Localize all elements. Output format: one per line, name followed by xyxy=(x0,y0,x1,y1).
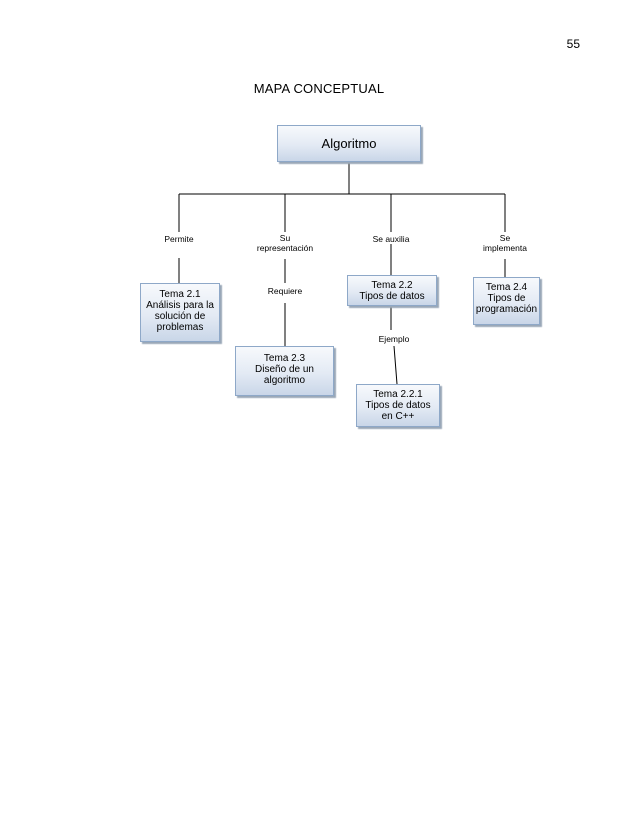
link-label-ejemplo: Ejemplo xyxy=(369,334,419,344)
link-label-representacion: Su representación xyxy=(250,233,320,253)
link-label-permite: Permite xyxy=(164,234,194,244)
node-tema-2-2-1-line: en C++ xyxy=(381,411,415,422)
node-tema-2-1-line: Tema 2.1 xyxy=(159,289,201,300)
node-tema-2-4: Tema 2.4 Tipos de programación xyxy=(473,277,540,325)
node-tema-2-1: Tema 2.1 Análisis para la solución de pr… xyxy=(140,283,220,342)
node-tema-2-4-line: Tema 2.4 xyxy=(485,282,528,293)
node-tema-2-4-line: Tipos de xyxy=(487,293,526,304)
node-tema-2-2-1: Tema 2.2.1 Tipos de datos en C++ xyxy=(356,384,440,427)
ejemplo-to-t221 xyxy=(393,345,398,385)
link-label-representacion-line2: representación xyxy=(256,243,314,253)
page-title: MAPA CONCEPTUAL xyxy=(253,81,385,96)
node-tema-2-2-line: Tema 2.2 xyxy=(371,280,413,291)
node-tema-2-2: Tema 2.2 Tipos de datos xyxy=(347,275,437,306)
link-label-implementa-line1: Se xyxy=(499,233,511,243)
node-tema-2-3-line: Tema 2.3 xyxy=(263,353,306,364)
link-label-requiere: Requiere xyxy=(260,286,310,296)
node-tema-2-1-line: solución de xyxy=(154,311,206,322)
node-tema-2-1-line: Análisis para la xyxy=(146,300,214,311)
link-label-representacion-line1: Su xyxy=(279,233,291,243)
root-node-algoritmo: Algoritmo xyxy=(277,125,421,162)
link-label-implementa: Se implementa xyxy=(465,233,545,253)
root-node-label: Algoritmo xyxy=(321,136,377,151)
node-tema-2-3-line: algoritmo xyxy=(263,375,306,386)
link-label-implementa-line2: implementa xyxy=(483,243,527,253)
node-tema-2-3: Tema 2.3 Diseño de un algoritmo xyxy=(235,346,334,396)
node-tema-2-3-line: Diseño de un xyxy=(255,364,314,375)
link-label-auxilia: Se auxilia xyxy=(372,234,410,244)
node-tema-2-1-line: problemas xyxy=(156,322,204,333)
node-tema-2-2-line: Tipos de datos xyxy=(359,291,425,302)
page-number: 55 xyxy=(566,37,580,51)
node-tema-2-2-1-line: Tipos de datos xyxy=(365,400,431,411)
node-tema-2-4-line: programación xyxy=(475,304,538,315)
node-tema-2-2-1-line: Tema 2.2.1 xyxy=(373,389,423,400)
